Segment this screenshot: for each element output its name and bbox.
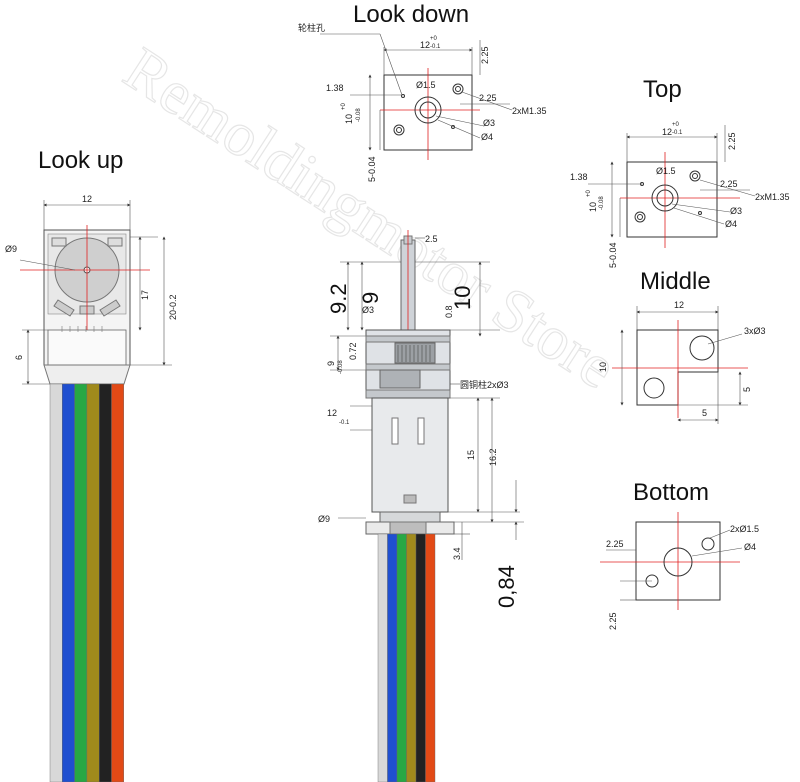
side-big-9: 9 [358,292,383,304]
wire [415,533,426,782]
wire [111,383,125,782]
look-up-d-phi9: Ø9 [5,244,17,254]
look-down-view: 12 +0 -0.1 轮柱孔 2.25 1.38 Ø1.5 2.25 2xM1.… [298,22,547,182]
top-tol-upper: +0 [672,122,680,128]
side-d-9: 9 [326,361,336,366]
title-look-down: Look down [353,1,469,28]
side-wires [377,533,436,782]
title-middle: Middle [640,268,711,295]
top-view: 12 +0 -0.1 2.25 1.38 Ø1.5 2.25 2xM1.35 Ø… [570,122,790,268]
top-d-1-38: 1.38 [570,172,588,182]
top-d-phi3: Ø3 [730,206,742,216]
side-big-9-2: 9.2 [326,283,351,314]
top-height: 10 [588,202,598,212]
top-bore [651,184,679,212]
side-view: 2.5 9.2 9 Ø3 10 0.8 9 -0.08 0.72 圆铜柱2xØ3… [318,230,524,782]
bottom-holes: 2xØ1.5 [730,524,759,534]
look-up-d-17: 17 [140,290,150,300]
top-d-5: 5-0.04 [608,242,618,268]
wire [377,533,388,782]
look-up-wires [49,383,125,782]
middle-view: 12 3xØ3 10 5 5 [598,300,766,424]
top-d-2-25-top: 2.25 [727,132,737,150]
middle-hole-1 [689,335,715,361]
look-down-width: 12 [420,40,430,50]
middle-holes: 3xØ3 [744,326,766,336]
title-bottom: Bottom [633,479,709,506]
side-big-10: 10 [450,286,475,310]
side-d-0-8: 0.8 [444,305,454,318]
middle-width: 12 [674,300,684,310]
look-down-tol-lower: -0.1 [430,44,441,50]
top-d-phi1-5: Ø1.5 [656,166,676,176]
bottom-hole-1 [701,537,715,551]
look-down-d-phi4: Ø4 [481,132,493,142]
look-down-height: 10 [344,114,354,124]
look-up-d-20: 20-0.2 [168,294,178,320]
middle-d-5-h: 5 [702,408,707,418]
look-down-tol-upper: +0 [430,36,438,42]
wire [406,533,417,782]
top-width: 12 [662,127,672,137]
side-d-2-5: 2.5 [425,234,438,244]
top-plate [626,161,718,238]
top-height-tol-upper: +0 [586,189,592,197]
side-d-9-tol: -0.08 [338,360,344,374]
side-d-16-2: 16.2 [488,448,498,466]
wire [396,533,407,782]
wire [86,383,100,782]
middle-plate [636,329,719,406]
side-d-3-4: 3.4 [452,547,462,560]
look-down-d-1-38: 1.38 [326,83,344,93]
wire [425,533,436,782]
top-d-2-25: 2.25 [720,179,738,189]
side-d-phi3: Ø3 [362,305,374,315]
side-d-15: 15 [466,450,476,460]
bottom-bore [663,547,693,577]
top-tol-lower: -0.1 [672,130,683,136]
look-up-d-6: 6 [14,355,24,360]
middle-hole-2 [643,377,665,399]
side-d-12: 12 [327,408,337,418]
wire [62,383,75,782]
look-up-connector [47,329,127,366]
title-top: Top [643,76,682,103]
top-d-phi4: Ø4 [725,219,737,229]
bottom-d-2-25-b: 2.25 [608,612,618,630]
look-down-d-2-25: 2.25 [479,93,497,103]
side-d-12-tol: -0.1 [339,420,350,426]
look-down-d-screws: 2xM1.35 [512,106,547,116]
look-down-pin-hole-label: 轮柱孔 [298,22,325,33]
wire [74,383,88,782]
look-down-d-5: 5-0.04 [367,156,377,182]
bottom-view: 2xØ1.5 Ø4 2.25 2.25 [600,512,759,630]
bottom-d-phi4: Ø4 [744,542,756,552]
look-up-width: 12 [82,194,92,204]
look-down-d-phi3: Ø3 [483,118,495,128]
side-d-0-72: 0.72 [348,342,358,360]
look-up-view: 12 Ø9 17 20-0.2 6 [5,194,178,782]
middle-d-5-v: 5 [742,387,752,392]
bottom-d-2-25-a: 2.25 [606,539,624,549]
look-down-height-tol-lower: -0.08 [356,108,362,122]
look-down-height-tol-upper: +0 [341,102,347,110]
wire [98,383,112,782]
top-height-tol-lower: -0.08 [599,196,605,210]
side-big-0-84: 0,84 [494,565,519,608]
wire [387,533,398,782]
side-copper-pillar: 圆铜柱2xØ3 [460,379,509,390]
middle-height: 10 [598,362,608,372]
top-d-screws: 2xM1.35 [755,192,790,202]
title-look-up: Look up [38,147,123,174]
look-down-d-2-25-top: 2.25 [480,46,490,64]
look-down-bore [414,96,442,124]
wire [49,383,63,782]
side-d-phi9: Ø9 [318,514,330,524]
look-down-d-phi1-5: Ø1.5 [416,80,436,90]
